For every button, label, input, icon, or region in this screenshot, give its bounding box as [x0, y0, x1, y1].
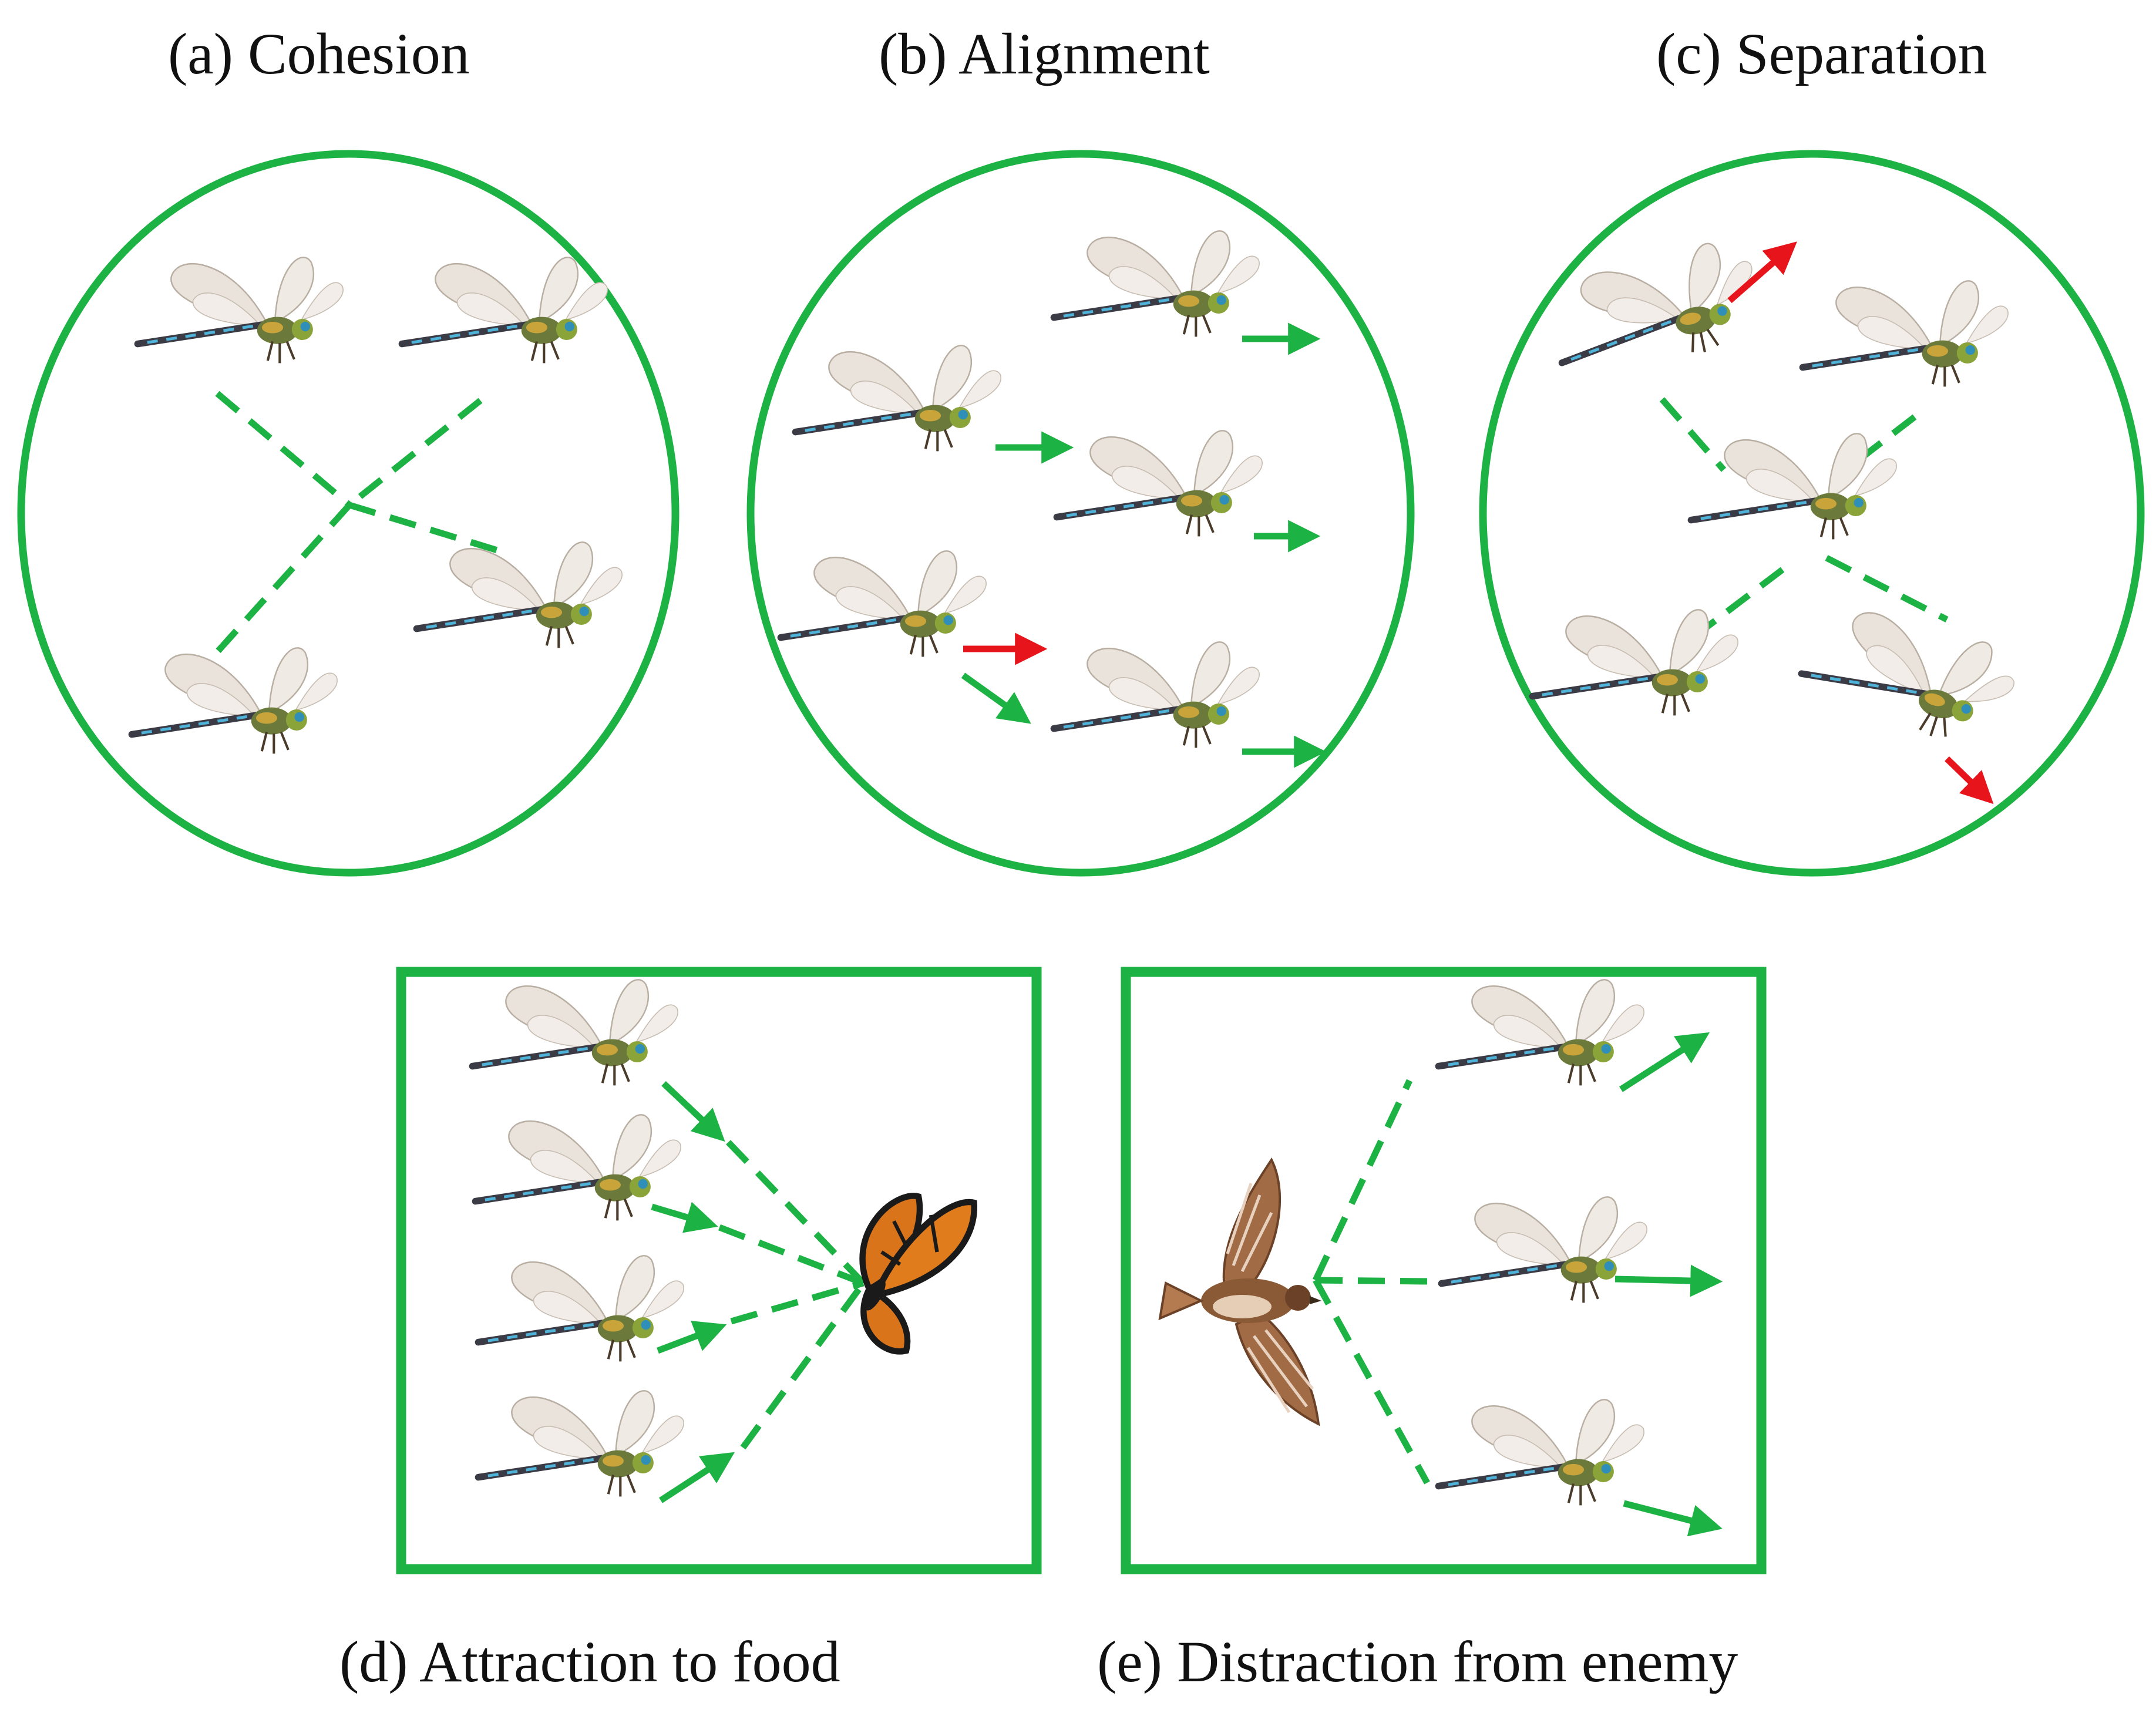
caption-alignment: (b) Alignment	[879, 21, 1210, 86]
separation-lines	[1659, 397, 1949, 637]
dragonfly-icon	[478, 1391, 684, 1496]
dragonfly-icon	[1532, 610, 1738, 715]
panel-cohesion	[17, 150, 680, 877]
dragonfly-icon	[781, 551, 986, 657]
butterfly-icon	[862, 1196, 974, 1351]
panel-attraction	[396, 967, 1042, 1574]
dragonfly-icon	[475, 1115, 681, 1220]
dragonfly-icon	[1441, 1197, 1647, 1303]
attraction-arrow	[661, 1081, 725, 1142]
dragonfly-icon	[1438, 980, 1644, 1085]
dragonfly-icon	[472, 980, 678, 1085]
dragonfly-icon	[1438, 1399, 1644, 1505]
panel-frame	[1121, 967, 1767, 1574]
caption-attraction: (d) Attraction to food	[339, 1629, 840, 1694]
hawk-icon	[1160, 1160, 1321, 1424]
escape-arrow	[1615, 1264, 1723, 1297]
separation-arrow	[1945, 756, 1994, 805]
separation-arrow	[1727, 241, 1797, 304]
dragonfly-icon	[1802, 281, 2008, 386]
caption-cohesion: (a) Cohesion	[168, 21, 470, 86]
caption-distraction: (e) Distraction from enemy	[1097, 1629, 1738, 1694]
neighbourhood-circle	[17, 150, 680, 877]
dragonfly-icon	[1054, 231, 1259, 336]
distraction-lines	[1313, 1079, 1430, 1485]
panel-alignment	[746, 150, 1415, 877]
caption-separation: (c) Separation	[1656, 21, 1987, 86]
dragonfly-icon	[1057, 430, 1262, 536]
dragonfly-icon	[1691, 433, 1896, 539]
attraction-lines	[718, 1140, 866, 1450]
attraction-arrow	[657, 1321, 727, 1354]
dragonfly-icon	[416, 542, 622, 648]
dragonfly-icon	[478, 1256, 684, 1361]
cohesion-lines	[214, 391, 500, 654]
escape-arrow	[1619, 1032, 1710, 1092]
dragonfly-icon	[137, 257, 343, 363]
velocity-arrow	[961, 672, 1031, 724]
dragonfly-icon	[795, 345, 1001, 451]
panel-distraction	[1121, 967, 1767, 1574]
escape-arrow	[1623, 1500, 1723, 1537]
panel-separation	[1479, 150, 2145, 877]
neighbourhood-circle	[1479, 150, 2145, 877]
dragonfly-icon	[1795, 591, 2023, 755]
dragonfly-icon	[1054, 642, 1259, 748]
neighbourhood-circle	[746, 150, 1415, 877]
dragonfly-icon	[132, 648, 337, 753]
attraction-arrow	[658, 1452, 735, 1503]
dragonfly-icon	[402, 257, 607, 363]
panel-frame	[396, 967, 1042, 1574]
attraction-arrow	[651, 1202, 718, 1233]
